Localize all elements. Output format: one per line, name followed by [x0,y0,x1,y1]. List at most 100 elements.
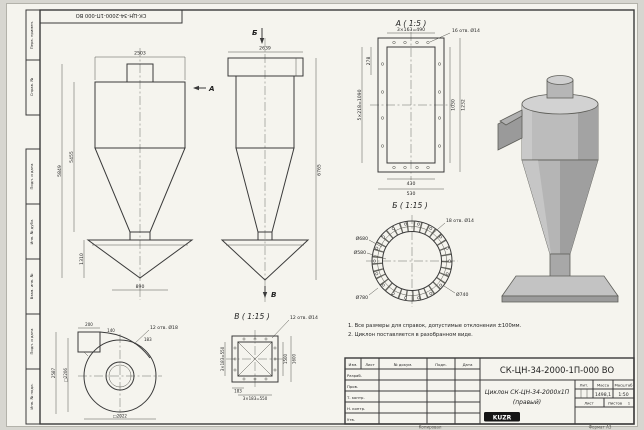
tb-sheets-value: 1 [628,401,631,406]
dim-1090: 5×218=1090 [357,89,363,120]
tb-col-list: Лист [365,362,375,367]
dim-1500: 1500 [283,353,288,364]
dim-490: 3×163=490 [397,27,425,33]
tb-sheet-label: Лист [584,401,594,406]
flange-inner [386,46,436,164]
tb-doc-number: СК-ЦН-34-2000-1П-000 ВО [500,365,615,375]
dim-2639: 2639 [259,46,271,52]
dim-5849: 5849 [57,165,63,177]
flange-ring-inner [382,231,442,291]
dim-d780: Ø780 [356,294,368,301]
tb-lit-label: Лит. [580,383,589,388]
cyclone-bucket [86,239,194,279]
margin-label: Подп. и дата [29,164,34,190]
tb-col-podp: Подп. [435,362,447,367]
view-detail-b: Б ( 1:15 ) 18 отв. Ø14 [354,201,474,307]
cyclone-bucket-side [220,239,310,281]
margin-stamps: Перв. примен. Справ. № Подп. и дата Инв.… [25,9,41,425]
tb-row-nkontr: Н. контр. [347,406,365,411]
iso-dust-pipe [549,253,571,279]
section-marker-a: А [208,84,215,93]
dim-2206: □2206 [63,368,68,382]
tb-row-razrab: Разраб. [347,373,362,378]
dim-d580: Ø580 [354,249,366,256]
view-3d [497,75,619,303]
view-detail-v: В ( 1:15 ) 12 отв. Ø14 1500 1600 3×183=5… [220,312,318,401]
tb-scale-value: 1:50 [618,392,628,398]
dim-left-550: 3×183=550 [220,346,225,371]
bolt-holes-16 [380,40,442,170]
copied-label: Копировал [419,425,442,430]
view-front: 2503 890 1310 5455 5849 А [57,48,215,300]
dim-200: 200 [85,322,93,327]
outlet-flange-outer [231,335,279,383]
detail-a-label: А ( 1:5 ) [395,19,427,28]
tb-row-utv: Утв. [347,417,355,422]
dim-2503: 2503 [134,51,146,57]
section-marker-b: Б [252,28,258,37]
margin-label: Взам. инв. № [29,274,34,300]
tb-col-data: Дата [463,362,473,367]
dim-183: 183 [234,389,242,394]
note-18-holes: 18 отв. Ø14 [446,217,474,224]
margin-label: Инв. № дубл. [29,219,34,245]
margin-label: Инв. № подл. [29,383,34,409]
volute-outer [83,339,157,413]
view-detail-a: А ( 1:5 ) 3×163=490 16 отв. Ø14 278 5×21… [357,19,480,197]
dim-6765: 6765 [317,164,323,176]
dim-1232: 1232 [461,99,467,111]
iso-base-front [501,295,619,303]
title-block: Изм. Лист № докум. Подп. Дата Разраб. Пр… [344,357,635,425]
iso-base-plate [501,275,619,297]
bolt-holes-12 [233,337,277,381]
outlet-flange-inner [237,341,273,377]
note-line-1: 1. Все размеры для справок, допустимые о… [348,323,522,329]
note-16-holes: 16 отв. Ø14 [452,27,480,34]
note-12-holes: 12 отв. Ø14 [290,314,318,321]
detail-b-label: Б ( 1:15 ) [392,201,427,210]
tb-scale-label: Масштаб [614,383,633,388]
note-line-2: 2. Циклон поставляется в разобранном вид… [348,332,473,338]
detail-v-label: В ( 1:15 ) [234,312,269,321]
tb-row-tkontr: Т. контр. [346,395,365,400]
margin-label: Справ. № [29,78,34,97]
tb-sheets-label: Листов [608,401,623,406]
dim-2587: 2587 [51,367,56,378]
company-logo [484,412,520,422]
dim-1600: 1600 [292,353,297,364]
note-12-holes-18: 12 отв. Ø18 [150,324,178,331]
dim-bottom-550: 3×183=550 [243,396,268,401]
view-side: Б 2639 В 6765 [220,28,323,302]
tb-col-izm: Изм. [349,362,358,367]
dim-890: 890 [136,284,145,290]
dim-5455: 5455 [69,151,75,163]
dim-1030: 1030 [451,99,457,111]
view-scroll: 200 140 12 отв. Ø18 183 □2206 2587 □2022 [51,322,178,420]
volute-outlet [105,361,135,391]
margin-label: Подп. и дата [29,329,34,355]
volute-inlet [77,331,101,353]
dim-183-scroll: 183 [144,337,152,342]
dim-140: 140 [107,328,115,333]
dim-430: 430 [407,181,416,187]
doc-number-top: СК-ЦН-34-2000-1П-000 ВО [76,12,147,18]
bolt-holes-18 [373,222,451,300]
flange-outer [377,37,445,173]
tb-col-dokum: № докум. [394,362,413,367]
dim-278: 278 [366,57,372,66]
margin-label: Перв. примен. [29,21,34,50]
dim-d740: Ø740 [456,291,468,298]
dim-530: 530 [407,191,416,197]
below-frame: Копировал Формат А3 [419,425,612,430]
tb-mass-label: Масса [597,383,609,388]
tb-row-prov: Пров. [347,384,358,389]
dim-d680: Ø680 [356,235,368,242]
dim-2022: □2022 [113,414,127,419]
dim-1310: 1310 [79,253,85,265]
tb-title-line1: Циклон СК-ЦН-34-2000x1П [485,389,570,396]
tb-title-line2: (правый) [513,399,541,406]
section-marker-v: В [271,290,277,299]
